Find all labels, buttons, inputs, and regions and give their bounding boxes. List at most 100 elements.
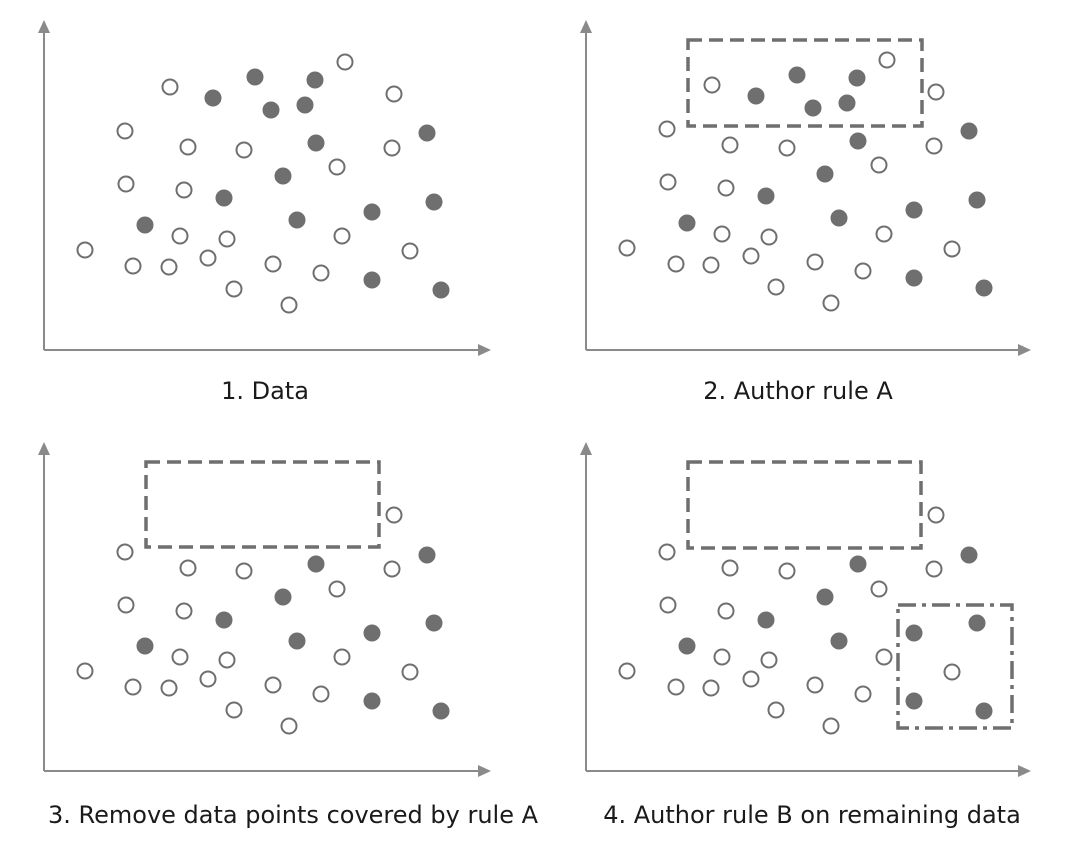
panel-2-points (618, 51, 993, 312)
filled-data-point (816, 165, 834, 183)
filled-data-point (757, 611, 775, 629)
open-data-point (667, 678, 685, 696)
filled-data-point (296, 96, 314, 114)
filled-data-point (968, 614, 986, 632)
open-data-point (264, 255, 282, 273)
filled-data-point (425, 193, 443, 211)
open-data-point (667, 255, 685, 273)
filled-data-point (905, 269, 923, 287)
open-data-point (312, 264, 330, 282)
panel-1-axes (38, 20, 491, 356)
filled-data-point (804, 99, 822, 117)
open-data-point (703, 76, 721, 94)
open-data-point (618, 662, 636, 680)
open-data-point (767, 278, 785, 296)
filled-data-point (960, 122, 978, 140)
open-data-point (225, 280, 243, 298)
filled-data-point (849, 132, 867, 150)
open-data-point (116, 543, 134, 561)
open-data-point (199, 249, 217, 267)
filled-data-point (678, 637, 696, 655)
filled-data-point (757, 187, 775, 205)
panel-1: 1. Data (38, 20, 491, 405)
filled-data-point (816, 588, 834, 606)
open-data-point (401, 242, 419, 260)
open-data-point (383, 560, 401, 578)
filled-data-point (849, 555, 867, 573)
open-data-point (171, 227, 189, 245)
open-data-point (76, 662, 94, 680)
open-data-point (333, 648, 351, 666)
open-data-point (702, 679, 720, 697)
open-data-point (383, 139, 401, 157)
filled-data-point (968, 191, 986, 209)
filled-data-point (418, 124, 436, 142)
open-data-point (312, 685, 330, 703)
open-data-point (925, 137, 943, 155)
open-data-point (767, 701, 785, 719)
open-data-point (943, 663, 961, 681)
filled-data-point (288, 211, 306, 229)
open-data-point (179, 559, 197, 577)
x-axis-arrowhead (478, 344, 491, 356)
open-data-point (870, 580, 888, 598)
panel-4: 4. Author rule B on remaining data (580, 442, 1031, 829)
filled-data-point (975, 279, 993, 297)
open-data-point (117, 175, 135, 193)
open-data-point (742, 670, 760, 688)
open-data-point (854, 262, 872, 280)
open-data-point (806, 253, 824, 271)
open-data-point (927, 83, 945, 101)
open-data-point (235, 141, 253, 159)
open-data-point (822, 717, 840, 735)
filled-data-point (262, 101, 280, 119)
rule-a-box (686, 460, 923, 550)
open-data-point (717, 179, 735, 197)
filled-data-point (788, 66, 806, 84)
open-data-point (175, 602, 193, 620)
open-data-point (385, 85, 403, 103)
filled-data-point (418, 546, 436, 564)
open-data-point (925, 560, 943, 578)
filled-data-point (363, 624, 381, 642)
open-data-point (658, 120, 676, 138)
open-data-point (333, 227, 351, 245)
filled-data-point (960, 546, 978, 564)
panel-3-caption: 3. Remove data points covered by rule A (48, 801, 539, 829)
filled-data-point (905, 692, 923, 710)
open-data-point (854, 685, 872, 703)
open-data-point (179, 138, 197, 156)
open-data-point (822, 294, 840, 312)
open-data-point (760, 228, 778, 246)
filled-data-point (363, 203, 381, 221)
open-data-point (658, 543, 676, 561)
rule-a-box (686, 38, 924, 128)
open-data-point (943, 240, 961, 258)
panel-3-points (76, 506, 450, 735)
open-data-point (225, 701, 243, 719)
open-data-point (175, 181, 193, 199)
panel-4-caption: 4. Author rule B on remaining data (603, 801, 1021, 829)
open-data-point (870, 156, 888, 174)
filled-data-point (274, 588, 292, 606)
x-axis-arrowhead (1018, 344, 1031, 356)
open-data-point (927, 506, 945, 524)
open-data-point (171, 648, 189, 666)
open-data-point (161, 78, 179, 96)
open-data-point (160, 679, 178, 697)
open-data-point (280, 717, 298, 735)
open-data-point (717, 602, 735, 620)
filled-data-point (975, 702, 993, 720)
open-data-point (659, 173, 677, 191)
filled-data-point (306, 71, 324, 89)
filled-data-point (136, 637, 154, 655)
open-data-point (76, 241, 94, 259)
filled-data-point (136, 216, 154, 234)
panel-4-axes (580, 442, 1031, 777)
filled-data-point (838, 94, 856, 112)
y-axis-arrowhead (580, 20, 592, 33)
open-data-point (160, 258, 178, 276)
open-data-point (778, 562, 796, 580)
filled-data-point (288, 632, 306, 650)
open-data-point (875, 648, 893, 666)
